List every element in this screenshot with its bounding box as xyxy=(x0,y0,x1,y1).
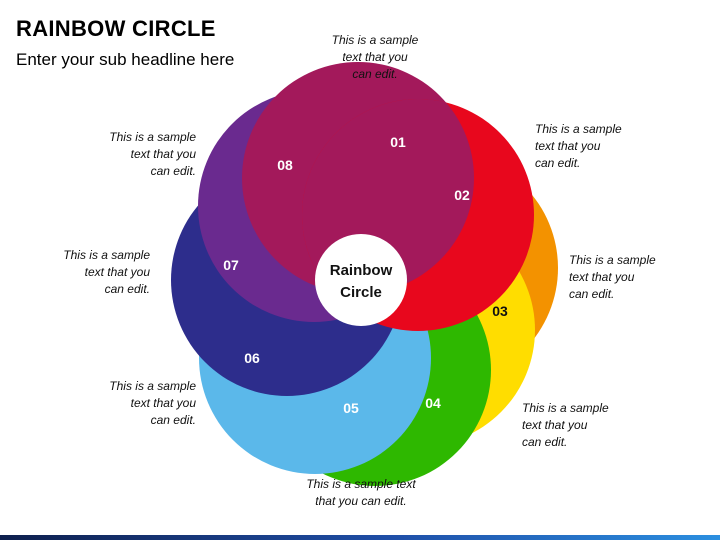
top-description-line: This is a sample xyxy=(331,33,419,47)
page-subtitle: Enter your sub headline here xyxy=(16,50,235,69)
description-line: This is a sample xyxy=(109,379,196,393)
description-line: text that you xyxy=(522,418,588,432)
description-line: This is a sample xyxy=(535,122,622,136)
description-line: text that you xyxy=(569,270,635,284)
description-03: This is a sample text that you can edit. xyxy=(522,400,672,451)
description-line: can edit. xyxy=(150,413,196,427)
description-05: This is a sample text that you can edit. xyxy=(46,378,196,429)
description-line: This is a sample xyxy=(63,248,150,262)
segment-numbers: 01 02 03 04 05 06 07 08 xyxy=(223,134,508,416)
segment-number-03: 03 xyxy=(492,303,508,319)
top-description-line: text that you xyxy=(342,50,408,64)
description-line: This is a sample xyxy=(522,401,609,415)
center-hub xyxy=(315,234,407,326)
description-01: This is a sample text that you can edit. xyxy=(535,121,685,172)
segment-number-05: 05 xyxy=(343,400,359,416)
segment-number-02: 02 xyxy=(454,187,470,203)
segment-number-07: 07 xyxy=(223,257,239,273)
description-line: can edit. xyxy=(150,164,196,178)
segment-number-08: 08 xyxy=(277,157,293,173)
description-line: text that you xyxy=(130,147,196,161)
bottom-description-line: This is a sample text xyxy=(306,477,416,491)
description-line: This is a sample xyxy=(569,253,656,267)
top-description-line: can edit. xyxy=(352,67,398,81)
center-label-line1: Rainbow xyxy=(330,262,393,279)
segment-number-06: 06 xyxy=(244,350,260,366)
description-08: This is a sample text that you can edit. xyxy=(46,129,196,180)
center-label-line2: Circle xyxy=(340,284,382,301)
page-title: RAINBOW CIRCLE xyxy=(16,16,216,41)
description-line: text that you xyxy=(84,265,150,279)
description-line: text that you xyxy=(535,139,601,153)
description-line: can edit. xyxy=(522,435,568,449)
segment-number-04: 04 xyxy=(425,395,441,411)
footer-bar xyxy=(0,535,720,540)
description-line: text that you xyxy=(130,396,196,410)
top-description: This is a sample text that you can edit. xyxy=(300,32,450,83)
segment-overlap-08 xyxy=(302,99,474,294)
segment-overlap xyxy=(302,99,474,294)
bottom-description: This is a sample text that you can edit. xyxy=(286,476,436,510)
description-07: This is a sample text that you can edit. xyxy=(0,247,150,298)
description-line: can edit. xyxy=(569,287,615,301)
bottom-description-line: that you can edit. xyxy=(315,494,407,508)
segment-number-01: 01 xyxy=(390,134,406,150)
description-line: This is a sample xyxy=(109,130,196,144)
description-line: can edit. xyxy=(535,156,581,170)
description-line: can edit. xyxy=(104,282,150,296)
description-02: This is a sample text that you can edit. xyxy=(569,252,719,303)
